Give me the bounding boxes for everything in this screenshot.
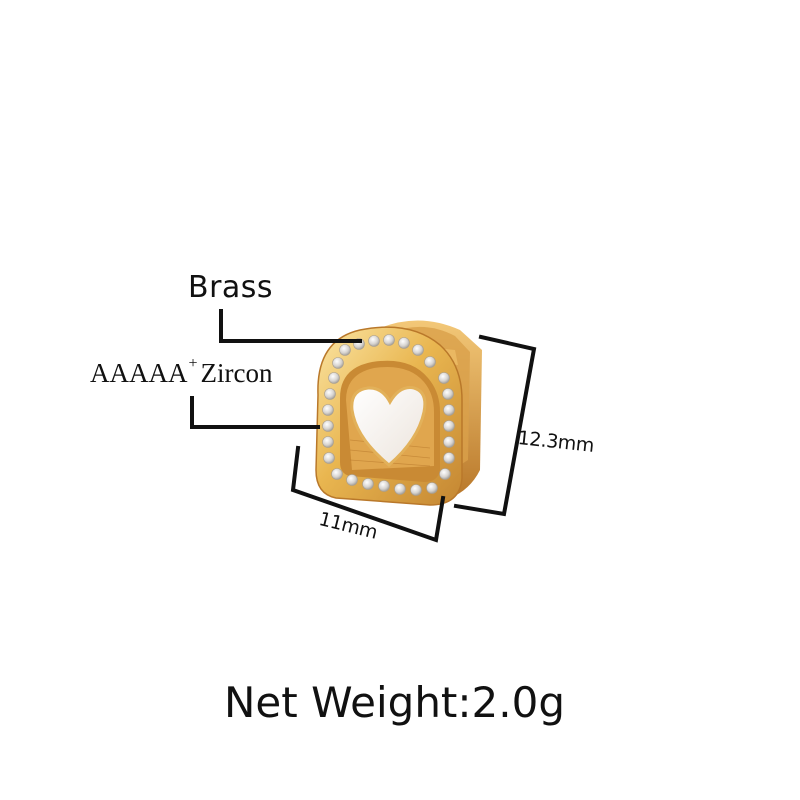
stone-label: AAAAA+Zircon	[90, 355, 273, 389]
zircon-callout-line	[190, 396, 320, 429]
callout-lines	[190, 309, 537, 543]
material-label: Brass	[188, 270, 274, 305]
zircon-stones	[322, 334, 455, 496]
brass-callout-line	[219, 309, 362, 343]
heart-inlay	[350, 386, 427, 467]
width-bracket	[290, 445, 446, 543]
stone-label-grade: AAAAA	[90, 358, 188, 388]
charm-front	[315, 326, 463, 506]
stone-label-type: Zircon	[200, 358, 273, 388]
stone-label-plus: +	[188, 355, 198, 372]
net-weight-label: Net Weight:2.0g	[224, 678, 566, 727]
height-bracket	[453, 334, 537, 517]
